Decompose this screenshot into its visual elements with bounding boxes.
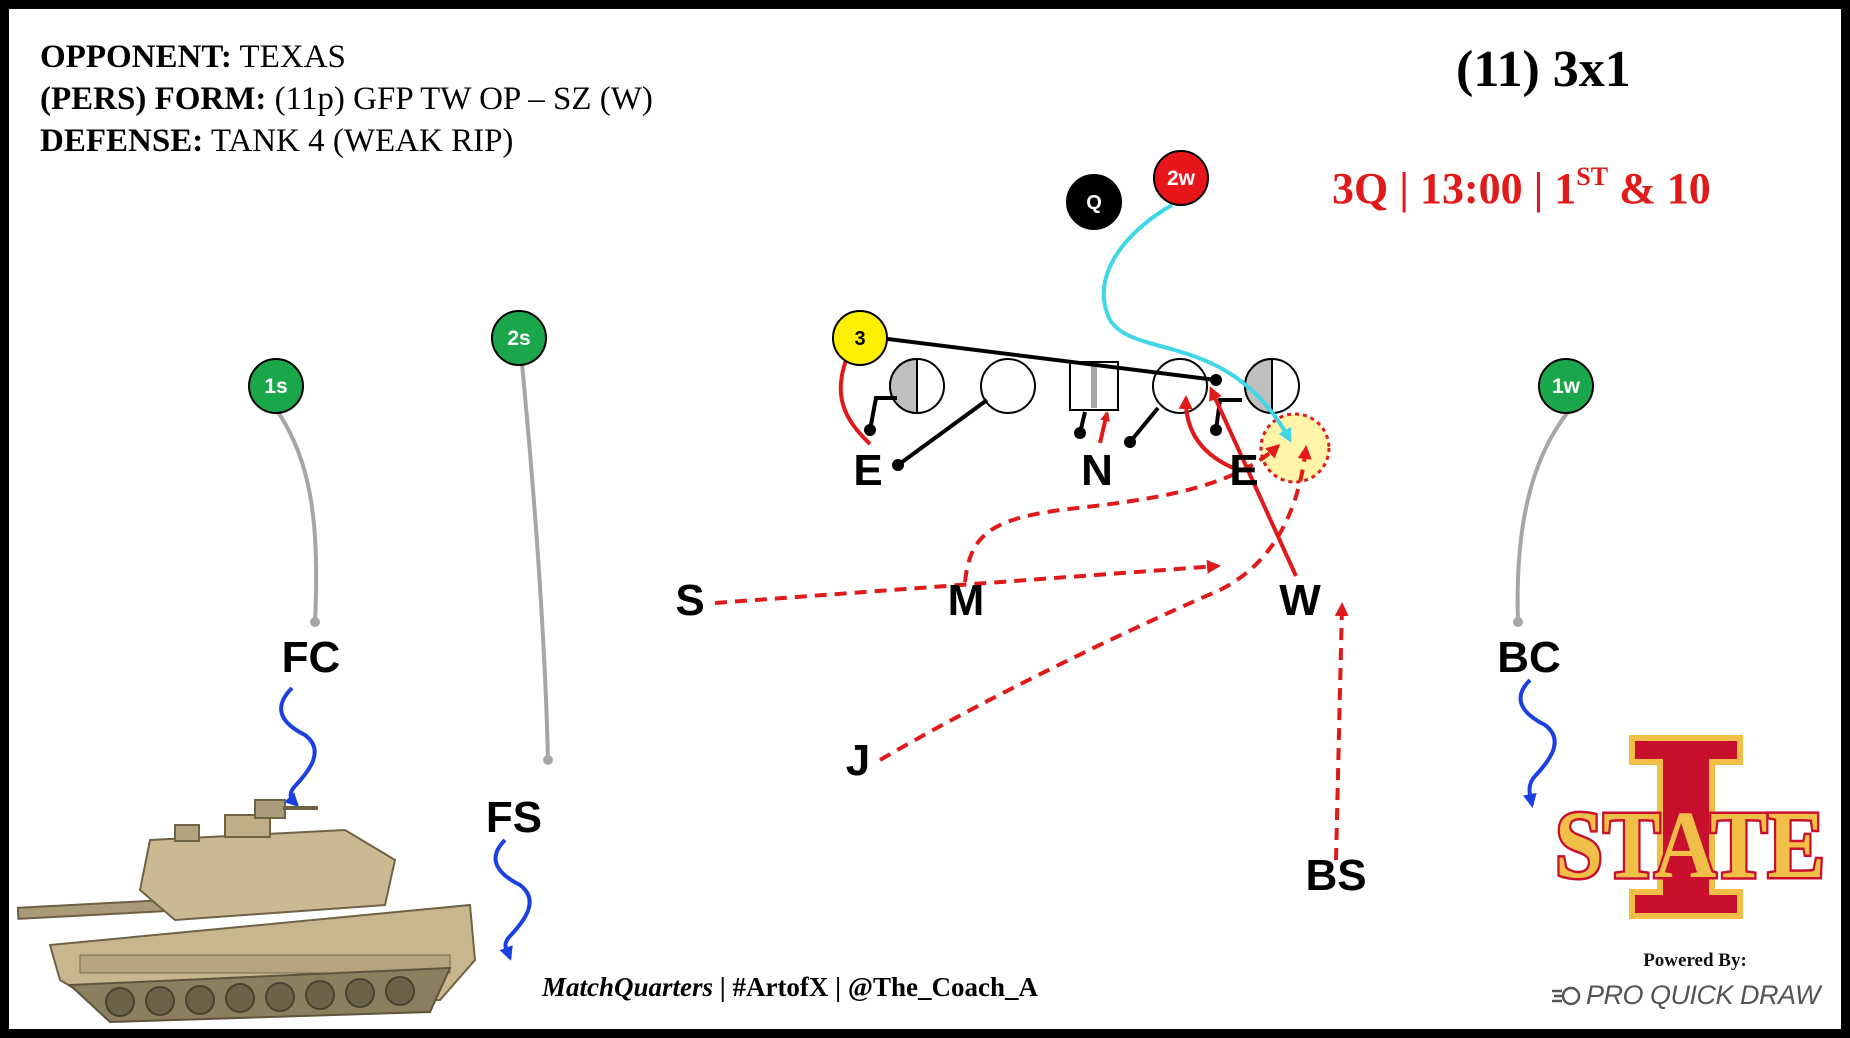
defense-value: TANK 4 (WEAK RIP) xyxy=(210,123,514,159)
svg-text:3: 3 xyxy=(854,328,865,350)
lg-block xyxy=(896,398,989,467)
boundary-safety-drop xyxy=(1334,602,1349,861)
def-will: W xyxy=(1279,576,1321,625)
def-end-right: E xyxy=(1229,446,1258,495)
rec-1s: 1s xyxy=(248,358,304,414)
offensive-line xyxy=(889,357,1300,415)
logo-wordmark: STATE xyxy=(1555,791,1825,898)
powered-by-label: Powered By: xyxy=(1643,950,1747,971)
block-dots xyxy=(864,374,1222,471)
route-1s xyxy=(276,410,320,627)
left-guard xyxy=(980,358,1036,414)
route-2s xyxy=(520,363,553,765)
receiver-routes xyxy=(276,363,1570,765)
will-blitz xyxy=(1209,386,1298,577)
formation-row: (PERS) FORM: (11p) GFP TW OP – SZ (W) xyxy=(40,78,653,120)
pro-quick-draw-icon xyxy=(1552,986,1581,1006)
fc-wave xyxy=(279,686,317,808)
situation-separator-2: | xyxy=(1533,164,1544,213)
running-back-path xyxy=(1101,203,1292,443)
run-target-highlight xyxy=(1259,412,1331,484)
quarter: 3Q xyxy=(1332,164,1389,213)
def-boundary-corner: BC xyxy=(1497,633,1561,682)
coverage-waves xyxy=(279,678,1557,961)
tank-illustration xyxy=(16,799,477,1024)
svg-text:1w: 1w xyxy=(1552,375,1581,398)
route-1w xyxy=(1513,410,1570,627)
end-right-rush xyxy=(1178,395,1239,472)
defense-label: DEFENSE: xyxy=(40,123,204,159)
svg-text:2s: 2s xyxy=(507,327,530,350)
game-situation: 3Q | 13:00 | 1ST & 10 xyxy=(1332,162,1711,214)
def-end-left: E xyxy=(853,446,882,495)
rec-2w: 2w xyxy=(1153,150,1209,206)
def-nose: N xyxy=(1081,446,1113,495)
game-info-block: OPPONENT: TEXAS (PERS) FORM: (11p) GFP T… xyxy=(40,36,653,162)
formation-value: (11p) GFP TW OP – SZ (W) xyxy=(274,81,653,117)
end-left-rush xyxy=(838,347,872,446)
nose-slant xyxy=(1098,411,1111,444)
def-free-safety: FS xyxy=(486,793,542,842)
def-jack: J xyxy=(846,736,870,785)
iowa-state-logo: STATE xyxy=(1553,735,1828,919)
rg-block xyxy=(1128,406,1160,444)
left-tackle xyxy=(889,357,945,415)
footer-brand: MatchQuarters xyxy=(541,972,714,1002)
bc-wave xyxy=(1518,678,1557,808)
formation-tag: (11) 3x1 xyxy=(1456,41,1631,98)
defense-row: DEFENSE: TANK 4 (WEAK RIP) xyxy=(40,120,653,162)
situation-separator-1: | xyxy=(1399,164,1409,213)
footer-credits: MatchQuarters | #ArtofX | @The_Coach_A xyxy=(0,972,1580,1003)
svg-text:2w: 2w xyxy=(1167,167,1196,190)
fs-wave xyxy=(493,838,532,961)
distance: & 10 xyxy=(1619,164,1711,213)
center xyxy=(1069,361,1119,411)
opponent-value: TEXAS xyxy=(239,39,346,75)
y-kick-path xyxy=(879,336,1217,382)
defensive-rotations xyxy=(714,443,1349,861)
lt-block xyxy=(868,396,897,431)
opponent-label: OPPONENT: xyxy=(40,39,232,75)
pro-quick-draw-text: PRO QUICK DRAW xyxy=(1586,980,1821,1010)
defensive-players: E N E S M W J FC FS BC BS xyxy=(282,446,1561,900)
right-guard xyxy=(1152,358,1208,414)
rec-3: 3 xyxy=(832,310,888,366)
rec-1w: 1w xyxy=(1538,358,1594,414)
svg-text:1s: 1s xyxy=(264,375,287,398)
def-mike: M xyxy=(948,576,985,625)
def-boundary-safety: BS xyxy=(1305,851,1366,900)
footer-handles: | #ArtofX | @The_Coach_A xyxy=(713,972,1038,1002)
defensive-slants xyxy=(838,347,1298,577)
def-field-corner: FC xyxy=(282,633,341,682)
down-suffix: ST xyxy=(1576,162,1609,191)
sam-rotation xyxy=(714,559,1221,605)
right-tackle xyxy=(1244,357,1300,415)
game-clock: 13:00 xyxy=(1419,164,1523,213)
svg-text:Q: Q xyxy=(1086,192,1102,214)
mike-fit xyxy=(963,443,1281,583)
down-number: 1 xyxy=(1554,164,1577,213)
jack-rotation xyxy=(878,445,1312,762)
quarterback: Q xyxy=(1066,174,1122,230)
formation-label: (PERS) FORM: xyxy=(40,81,267,117)
def-sam: S xyxy=(675,576,704,625)
opponent-row: OPPONENT: TEXAS xyxy=(40,36,653,78)
pro-quick-draw-logo: PRO QUICK DRAW xyxy=(1552,980,1821,1011)
rec-2s: 2s xyxy=(491,310,547,366)
